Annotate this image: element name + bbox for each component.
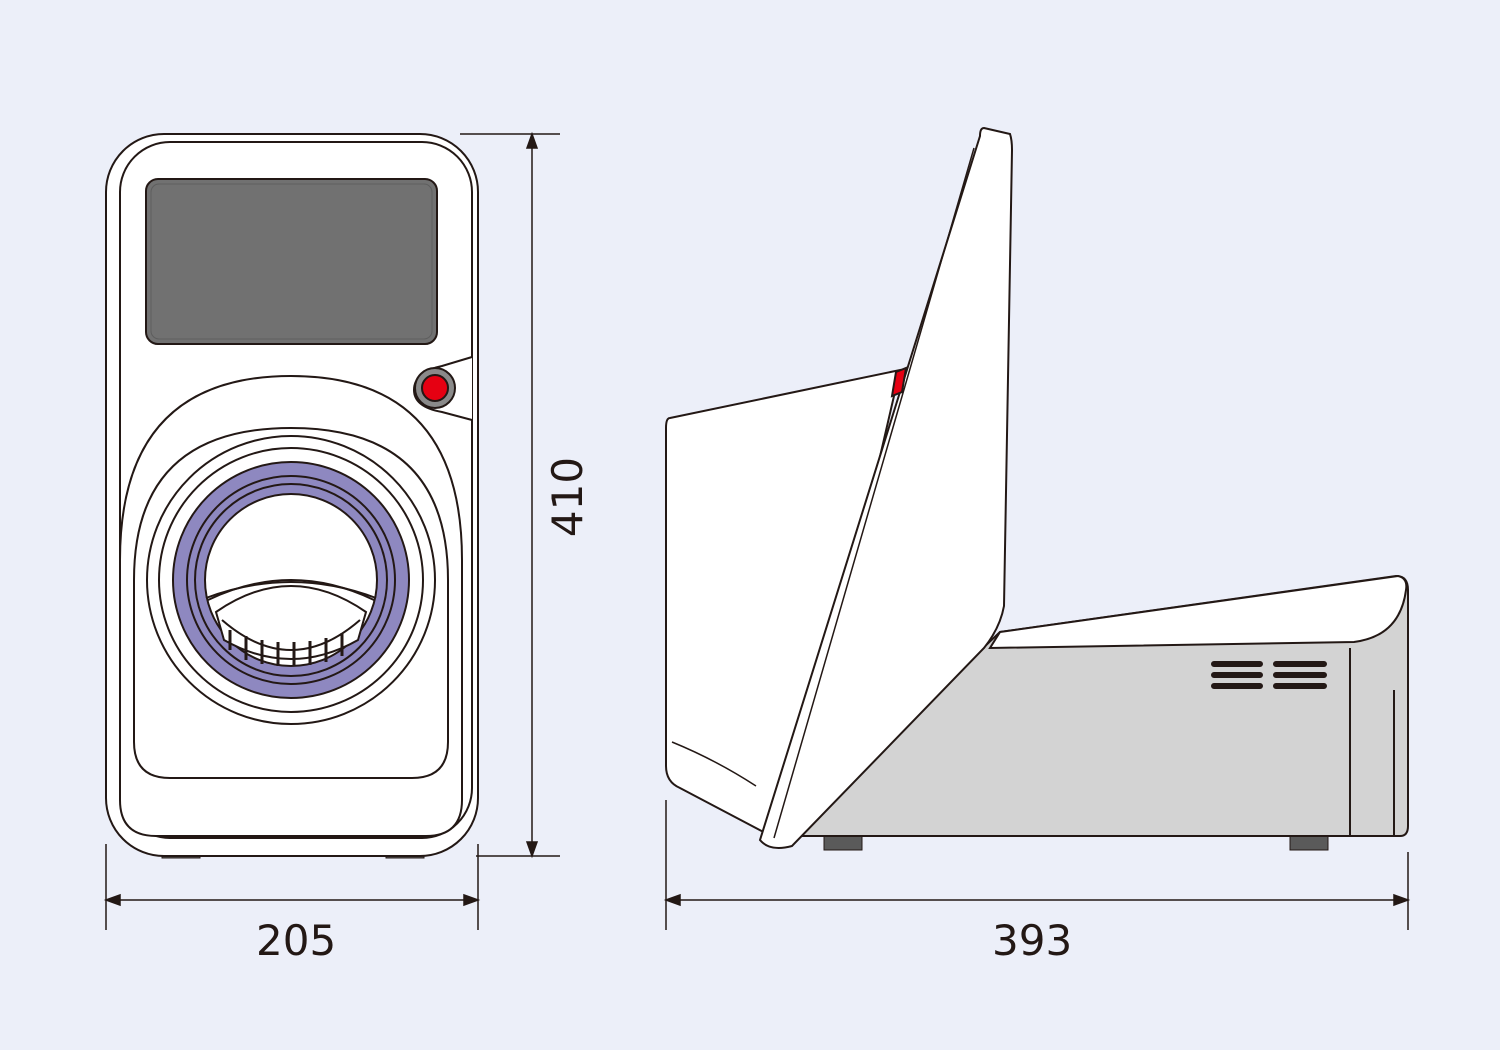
side-vents: [1211, 661, 1327, 689]
depth-label: 393: [992, 916, 1073, 965]
side-top-panel: [988, 574, 1408, 650]
front-body-inner: [119, 141, 473, 839]
height-label: 410: [543, 456, 592, 538]
side-foot-right: [1289, 835, 1329, 851]
front-screen: [145, 178, 438, 345]
lens-gear: [214, 585, 368, 666]
side-foot-left: [823, 835, 863, 851]
power-button: [421, 374, 449, 402]
width-label: 205: [256, 916, 337, 965]
dimension-lines: [103, 131, 1411, 930]
side-rear-housing: [665, 368, 902, 848]
front-view: [105, 133, 479, 859]
side-view: [665, 126, 1409, 851]
side-power-button: [890, 366, 908, 398]
